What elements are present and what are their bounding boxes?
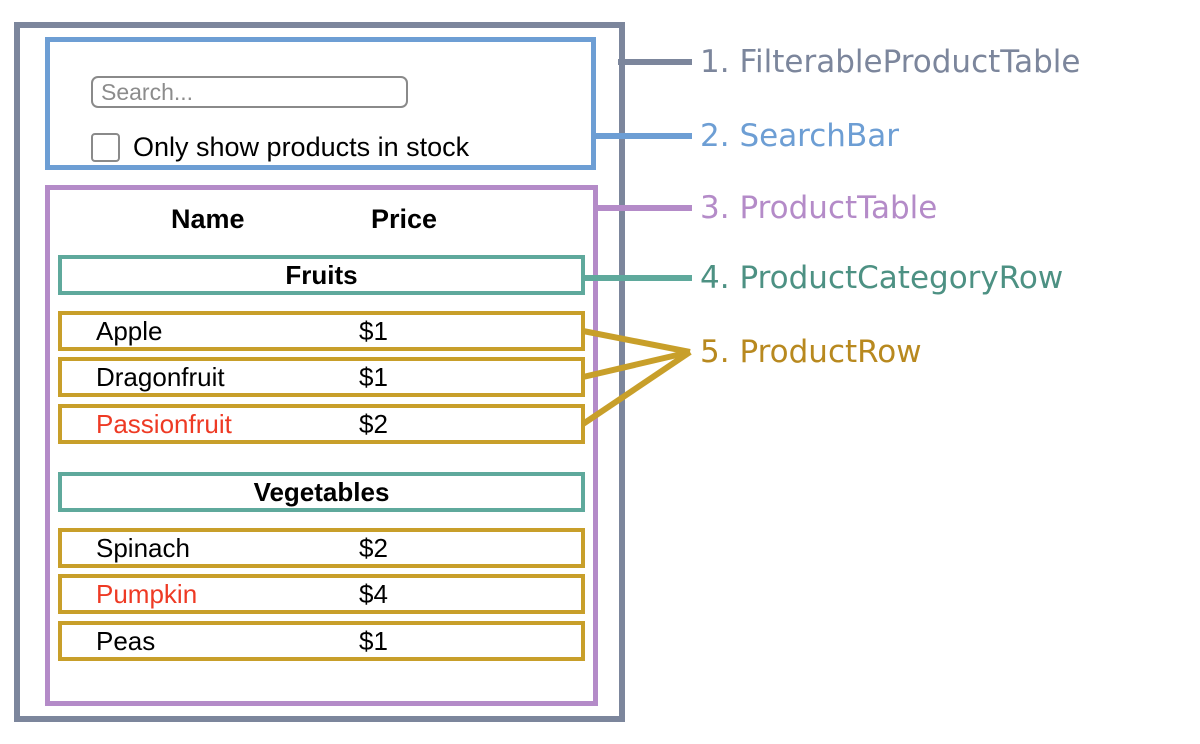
product-name: Peas <box>96 626 156 656</box>
product-name: Apple <box>96 316 163 346</box>
legend-label: ProductCategoryRow <box>739 260 1064 296</box>
product-row[interactable]: Passionfruit $2 <box>58 404 585 444</box>
product-category-row: Vegetables <box>58 472 585 512</box>
column-header-price: Price <box>371 204 438 234</box>
product-row[interactable]: Peas $1 <box>58 621 585 661</box>
legend-label: ProductRow <box>739 334 922 370</box>
search-input-placeholder: Search... <box>101 78 194 105</box>
product-name: Spinach <box>96 533 190 563</box>
column-header-name: Name <box>171 204 245 234</box>
legend-item-product-row: 5. ProductRow <box>700 337 922 368</box>
legend-number: 5. <box>700 334 730 370</box>
legend-label: SearchBar <box>739 118 899 154</box>
in-stock-checkbox[interactable] <box>91 132 120 162</box>
product-row[interactable]: Pumpkin $4 <box>58 574 585 614</box>
product-price: $2 <box>359 533 388 563</box>
product-category-row: Fruits <box>58 255 585 295</box>
product-name-out-of-stock: Pumpkin <box>96 579 198 609</box>
product-table-header: Name Price <box>58 198 585 240</box>
legend-label: ProductTable <box>739 190 938 226</box>
legend-number: 1. <box>700 44 730 80</box>
product-price: $1 <box>359 362 388 392</box>
legend-item-filterable-product-table: 1. FilterableProductTable <box>700 47 1080 78</box>
product-name: Dragonfruit <box>96 362 225 392</box>
legend-number: 3. <box>700 190 730 226</box>
product-price: $1 <box>359 316 388 346</box>
product-name-out-of-stock: Passionfruit <box>96 409 232 439</box>
in-stock-checkbox-label: Only show products in stock <box>133 131 470 162</box>
legend-item-search-bar: 2. SearchBar <box>700 121 899 152</box>
search-input[interactable]: Search... <box>91 76 408 108</box>
product-price: $4 <box>359 579 388 609</box>
product-price: $2 <box>359 409 388 439</box>
legend-item-product-category-row: 4. ProductCategoryRow <box>700 263 1063 294</box>
product-price: $1 <box>359 626 388 656</box>
product-category-label: Vegetables <box>253 477 390 507</box>
product-category-label: Fruits <box>285 260 358 290</box>
legend-number: 4. <box>700 260 730 296</box>
legend-label: FilterableProductTable <box>739 44 1081 80</box>
legend-number: 2. <box>700 118 730 154</box>
product-row[interactable]: Spinach $2 <box>58 528 585 568</box>
product-row[interactable]: Apple $1 <box>58 311 585 351</box>
product-row[interactable]: Dragonfruit $1 <box>58 357 585 397</box>
legend-item-product-table: 3. ProductTable <box>700 193 937 224</box>
in-stock-filter-row[interactable]: Only show products in stock <box>91 130 561 164</box>
